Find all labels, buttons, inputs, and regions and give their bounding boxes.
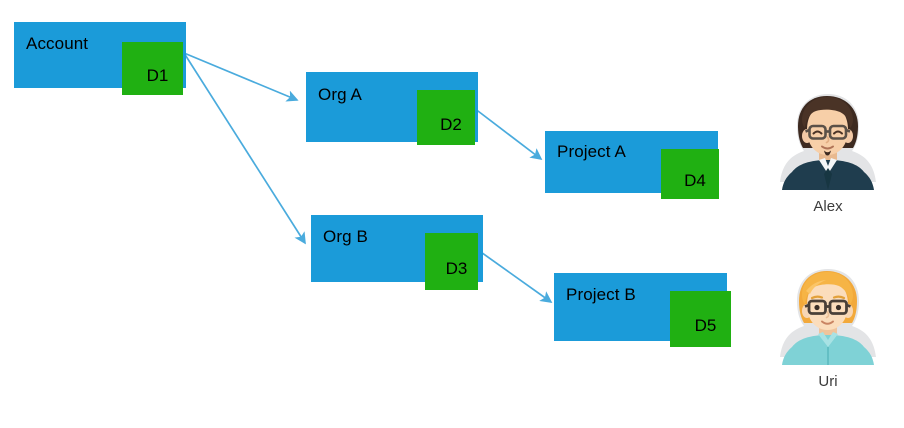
avatar-alex-icon — [776, 86, 880, 190]
avatar-uri-icon — [776, 261, 880, 365]
node-project-b-label: Project B — [566, 285, 636, 304]
edge-org-b-to-project-b — [477, 249, 553, 303]
node-project-b-badge[interactable]: D5 — [670, 291, 731, 347]
person-uri[interactable]: Uri — [776, 261, 880, 391]
person-alex-name: Alex — [813, 198, 843, 215]
person-alex[interactable]: Alex — [776, 86, 880, 216]
node-org-a-badge[interactable]: D2 — [417, 90, 475, 145]
node-project-b[interactable]: Project B D5 — [554, 273, 731, 347]
node-org-b[interactable]: Org B D3 — [311, 215, 483, 290]
node-org-b-badge[interactable]: D3 — [425, 233, 478, 290]
node-project-a-label: Project A — [557, 142, 626, 161]
node-org-a-label: Org A — [318, 85, 362, 104]
node-org-a-badge-label: D2 — [440, 114, 462, 134]
node-account-badge[interactable]: D1 — [122, 42, 183, 95]
edge-org-a-to-project-a — [473, 107, 543, 161]
edge-account-to-org-b — [183, 52, 306, 245]
node-account[interactable]: Account D1 — [14, 22, 186, 95]
node-project-a[interactable]: Project A D4 — [545, 131, 719, 199]
node-project-b-badge-label: D5 — [694, 316, 717, 335]
edge-account-to-org-a — [183, 52, 299, 102]
node-project-a-badge-label: D4 — [684, 171, 706, 190]
node-org-a[interactable]: Org A D2 — [306, 72, 478, 145]
node-org-b-label: Org B — [323, 227, 368, 246]
node-org-b-badge-label: D3 — [445, 258, 468, 278]
node-account-badge-label: D1 — [146, 65, 169, 85]
person-uri-name: Uri — [818, 373, 838, 390]
node-account-label: Account — [26, 34, 89, 53]
node-project-a-badge[interactable]: D4 — [661, 149, 719, 199]
